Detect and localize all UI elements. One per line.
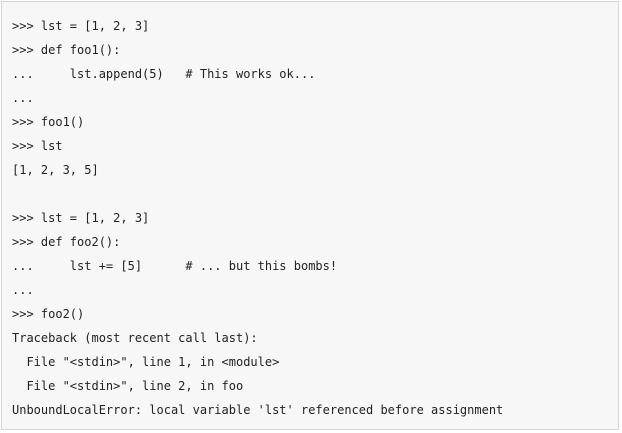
code-line: >>> def foo2(): [12,235,121,249]
code-line [12,182,618,206]
code-line: UnboundLocalError: local variable 'lst' … [12,403,504,417]
code-line: ... [12,91,34,105]
code-line: >>> lst = [1, 2, 3] [12,19,150,33]
code-line: >>> foo1() [12,115,85,129]
code-line: >>> def foo1(): [12,43,121,57]
code-line: ... [12,283,34,297]
code-line: File "<stdin>", line 2, in foo [12,379,244,393]
code-line: >>> lst = [1, 2, 3] [12,211,150,225]
code-line: >>> foo2() [12,307,85,321]
code-line: ... lst.append(5) # This works ok... [12,67,316,81]
code-line: File "<stdin>", line 1, in <module> [12,355,280,369]
code-line: Traceback (most recent call last): [12,331,258,345]
code-line: >>> lst [12,139,63,153]
code-line: ... lst += [5] # ... but this bombs! [12,259,338,273]
code-line: [1, 2, 3, 5] [12,163,99,177]
